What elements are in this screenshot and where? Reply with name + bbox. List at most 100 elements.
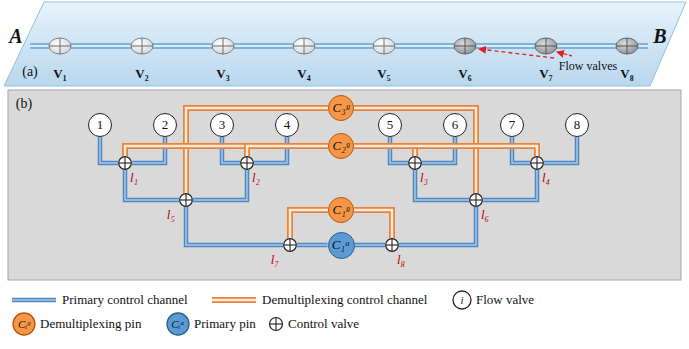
channel-core [186, 108, 328, 193]
channel-core [254, 137, 287, 163]
valve-cross [304, 38, 305, 54]
flow-valve-symbol [454, 38, 476, 54]
legend-primary-pin-icon [167, 313, 189, 335]
valve-body [212, 38, 234, 54]
valve-label: l₃ [420, 170, 428, 186]
channel-core [100, 137, 118, 163]
demux-channel-line [186, 108, 328, 193]
valve-cross [465, 38, 466, 54]
legend-text: Primary control channel [62, 292, 188, 308]
demux-pin: C₂ᵍ [328, 133, 354, 159]
node-text: 3 [219, 117, 226, 133]
demux-channel [354, 108, 476, 193]
primary-channel [390, 137, 408, 163]
chip-slab [4, 2, 686, 86]
legend-flow-valve-icon [453, 291, 471, 309]
primary-channel-line [483, 170, 537, 200]
flow-valve: 6 [443, 113, 467, 137]
control-valve-symbol [385, 238, 399, 252]
primary-channel [512, 137, 530, 163]
demux-channel [290, 210, 328, 238]
leader-arrow [557, 52, 572, 56]
legend-text: Control valve [288, 316, 359, 332]
flow-valve: 3 [210, 113, 234, 137]
primary-channel-line [297, 243, 328, 248]
valve-name: V₆ [458, 66, 471, 82]
legend-icon-text: Cᵢᵍ [18, 318, 30, 330]
demux-channel [125, 146, 328, 156]
channel-core [422, 137, 455, 163]
primary-channel [355, 245, 386, 246]
channel-core [125, 170, 179, 200]
valve-ring [119, 157, 132, 170]
flow-valve: 7 [500, 113, 524, 137]
panel-label: (b) [16, 96, 32, 112]
legend-text: Flow valve [476, 292, 534, 308]
valve-name: V₈ [620, 66, 633, 82]
demux-pin: C₁ᵍ [328, 197, 354, 223]
primary-channel-line [125, 170, 179, 200]
valve-name: V₁ [53, 66, 66, 82]
primary-channel [186, 207, 283, 245]
primary-channel [132, 137, 165, 163]
control-valve-symbol [179, 193, 193, 207]
flow-valve-symbol [212, 38, 234, 54]
valve-ring [284, 239, 297, 252]
legend-icon-text: i [460, 294, 463, 306]
valve-ring [386, 239, 399, 252]
point-label: B [653, 25, 666, 48]
primary-channel [297, 245, 328, 246]
valve-cross [60, 38, 61, 54]
valve-cross [142, 38, 143, 54]
demux-channel-line [247, 146, 328, 156]
valve-name: V₇ [539, 66, 552, 82]
flow-valve: 5 [378, 113, 402, 137]
legend-text: Demultiplexing control channel [262, 292, 427, 308]
primary-channel-line [422, 137, 455, 163]
channel-core [354, 210, 392, 238]
valve-cross [185, 194, 186, 207]
valve-cross [391, 239, 392, 252]
channel-core [247, 146, 328, 156]
control-valve-symbol [240, 156, 254, 170]
node-text: 4 [284, 117, 291, 133]
primary-channel [483, 170, 537, 200]
flow-valve-symbol [616, 38, 638, 54]
primary-channel-line [100, 137, 118, 163]
valve-ring [409, 157, 422, 170]
node-text: 5 [387, 117, 394, 133]
valve-label: l₇ [271, 252, 279, 268]
control-valve: l₃ [408, 156, 422, 170]
valve-ring [180, 194, 193, 207]
channel-core [186, 207, 283, 245]
legend-demux-sample [212, 297, 256, 303]
control-valve-symbol [118, 156, 132, 170]
primary-channel [193, 170, 247, 200]
primary-channel-line [512, 137, 530, 163]
demux-channel-line [354, 146, 537, 156]
control-valve: l₄ [530, 156, 544, 170]
valve-cross [475, 194, 476, 207]
flow-valve: 1 [88, 113, 112, 137]
primary-channel [415, 170, 469, 200]
valve-name: V₂ [135, 66, 148, 82]
valve-cross [223, 38, 224, 54]
valve-label: l₈ [397, 252, 405, 268]
valve-label: l₁ [130, 170, 138, 186]
channel-core [125, 146, 328, 156]
control-valve: l₈ [385, 238, 399, 252]
channel-core [544, 137, 577, 163]
primary-channel-line [186, 207, 283, 245]
node-text: C₁ᵃ [332, 237, 350, 253]
node-text: C₂ᵍ [333, 138, 350, 154]
primary-channel [222, 137, 240, 163]
flow-valve: 8 [565, 113, 589, 137]
demux-pin: C₃ᵍ [328, 95, 354, 121]
flow-valve-symbol [49, 38, 71, 54]
valve-label: l₅ [167, 207, 175, 223]
channel-core [132, 137, 165, 163]
valve-ring [241, 157, 254, 170]
legend-text: Primary pin [194, 316, 256, 332]
control-valve-symbol [530, 156, 544, 170]
